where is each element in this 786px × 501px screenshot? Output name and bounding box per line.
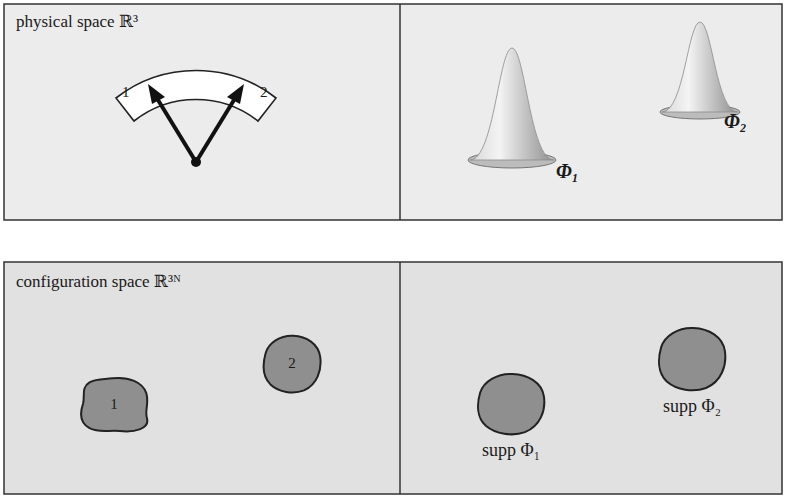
support-label: supp Φ₁ <box>482 440 540 461</box>
support-region: supp Φ₁ <box>476 372 546 461</box>
wavefunction-label: Φ₁ <box>556 160 579 183</box>
pointer-arrow <box>158 100 196 162</box>
arrowhead <box>227 84 244 104</box>
region-outline <box>476 372 546 436</box>
physical-panel <box>4 4 782 220</box>
region-outline <box>657 326 727 392</box>
wavefunction-label: Φ₂ <box>724 110 747 133</box>
support-region: 1 <box>78 376 150 434</box>
pointer-number: 1 <box>122 84 130 101</box>
gauge-scale <box>116 70 276 121</box>
arrowhead <box>148 84 165 104</box>
support-region: supp Φ₂ <box>657 326 727 417</box>
configuration-panel <box>4 262 782 494</box>
region-number: 2 <box>288 355 296 372</box>
wave-packet <box>662 22 738 112</box>
panel-title: configuration space ℝ³ᴺ <box>16 272 181 292</box>
pointer-arrow <box>196 100 234 162</box>
wave-packet <box>470 48 554 160</box>
panel-divider <box>399 262 401 494</box>
panel-divider <box>399 4 401 220</box>
pointer-number: 2 <box>260 84 268 101</box>
support-label: supp Φ₂ <box>663 396 721 417</box>
support-region: 2 <box>262 334 322 394</box>
region-number: 1 <box>110 396 118 413</box>
pointer-pivot <box>191 157 201 167</box>
panel-title: physical space ℝ³ <box>16 12 138 32</box>
